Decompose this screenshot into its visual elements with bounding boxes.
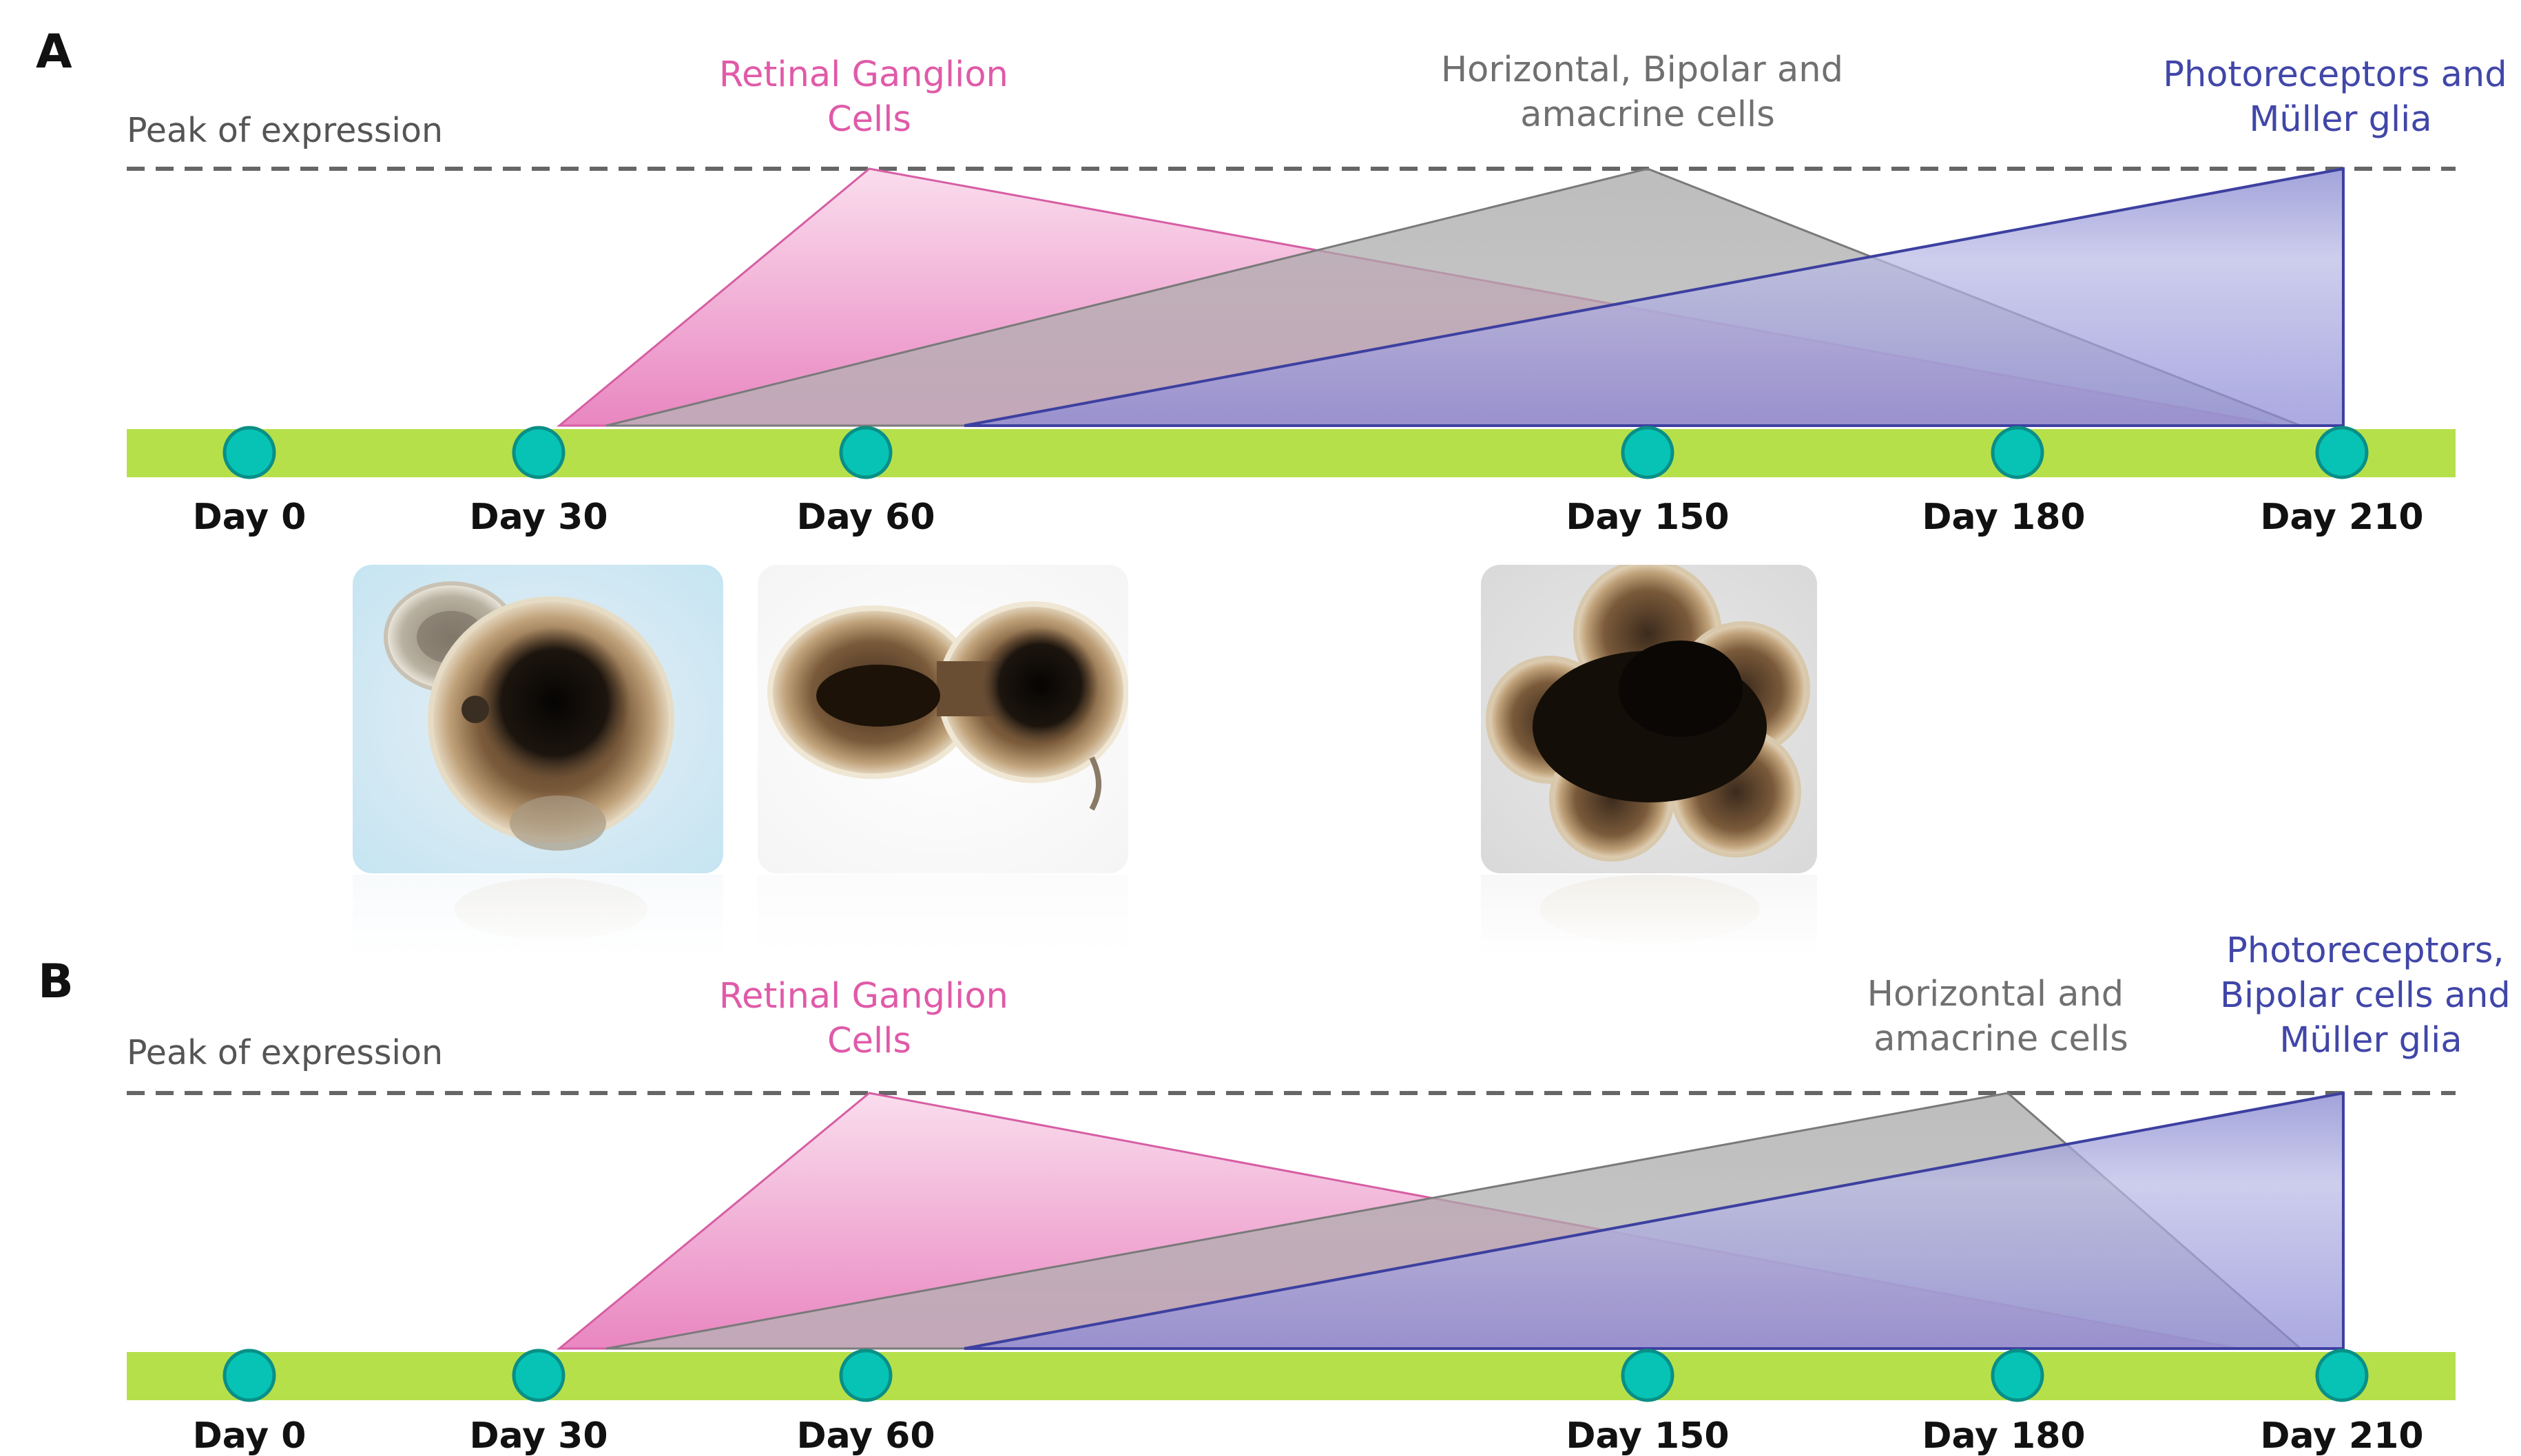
panel-b-hba-label: Horizontal and amacrine cells: [1867, 974, 2135, 1059]
panel-b-dot-day-180: [1993, 1351, 2042, 1400]
panel-a-timeline-bar: [127, 429, 2456, 477]
panel-b-day-label: Day 180: [1922, 1415, 2085, 1456]
panel-a-day-label: Day 0: [193, 497, 307, 538]
panel-a-day-labels: Day 0 Day 30 Day 60 Day 150 Day 180 Day …: [193, 497, 2424, 538]
panel-b-peak-label: Peak of expression: [127, 1033, 443, 1072]
panel-a-dot-day-180: [1993, 428, 2042, 477]
panel-b-dot-day-150: [1623, 1351, 1672, 1400]
panel-b-day-label: Day 60: [796, 1415, 935, 1456]
panel-b-dot-day-210: [2317, 1351, 2367, 1400]
panel-b: B Peak of expression Day 0 Day 30 Day 60…: [38, 930, 2521, 1456]
panel-a-day-label: Day 180: [1922, 497, 2085, 538]
panel-b-day-labels: Day 0 Day 30 Day 60 Day 150 Day 180 Day …: [193, 1415, 2424, 1456]
panel-b-dot-day-30: [514, 1351, 563, 1400]
panel-a-day-label: Day 150: [1566, 497, 1729, 538]
panel-b-rgc-label: Retinal Ganglion Cells: [719, 976, 1019, 1061]
organoid-image-day-60: [758, 565, 1128, 956]
panel-a-hba-label: Horizontal, Bipolar and amacrine cells: [1441, 50, 1854, 135]
panel-a-pr-label: Photoreceptors and Müller glia: [2163, 54, 2518, 140]
panel-a-dot-day-210: [2317, 428, 2367, 477]
panel-b-day-label: Day 0: [193, 1415, 307, 1456]
organoid-image-day-30: [353, 565, 723, 956]
panel-b-day-label: Day 30: [469, 1415, 608, 1456]
panel-a-dot-day-0: [225, 428, 274, 477]
panel-a-peak-label: Peak of expression: [127, 111, 443, 150]
panel-a-day-label: Day 60: [796, 497, 935, 538]
panel-a-dot-day-60: [841, 428, 891, 477]
panel-b-pr-label: Photoreceptors, Bipolar cells and Müller…: [2220, 930, 2521, 1061]
panel-b-day-label: Day 210: [2260, 1415, 2423, 1456]
panel-b-dot-day-0: [225, 1351, 274, 1400]
panel-a-day-label: Day 210: [2260, 497, 2423, 538]
panel-b-timeline-bar: [127, 1352, 2456, 1400]
panel-a-day-label: Day 30: [469, 497, 608, 538]
panel-b-dot-day-60: [841, 1351, 891, 1400]
panel-b-day-label: Day 150: [1566, 1415, 1729, 1456]
panel-a-dot-day-150: [1623, 428, 1672, 477]
panel-a: A Peak of expression Day 0 Day 30 Day 60…: [36, 25, 2518, 956]
panel-a-dot-day-30: [514, 428, 563, 477]
organoid-image-day-150: [1481, 561, 1817, 956]
panel-a-letter: A: [36, 25, 72, 79]
panel-a-rgc-label: Retinal Ganglion Cells: [719, 54, 1019, 140]
panel-b-letter: B: [38, 955, 74, 1009]
